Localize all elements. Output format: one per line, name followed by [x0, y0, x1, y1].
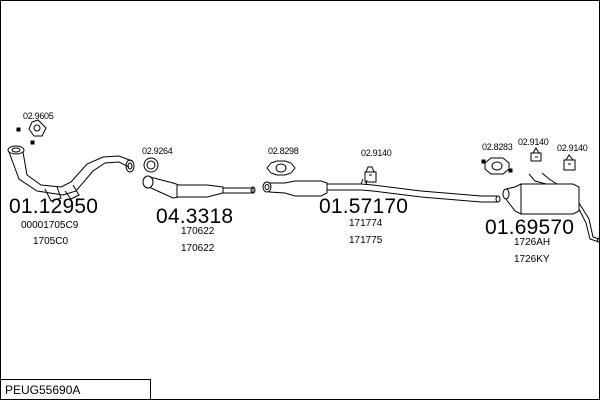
accessory-number: 02.8298 — [268, 147, 298, 156]
main-part-number: 01.57170 — [319, 196, 408, 217]
reference-number: 1726KY — [514, 255, 550, 265]
reference-number: 1705C0 — [33, 237, 68, 247]
gasket-02-8298-icon — [267, 161, 295, 175]
accessory-number: 02.8283 — [482, 143, 512, 152]
accessory-number: 02.9140 — [361, 149, 391, 158]
reference-number: 00001705C9 — [21, 221, 78, 231]
gasket-02-9605-icon — [17, 120, 46, 144]
reference-number: 171774 — [349, 219, 382, 229]
gasket-02-8283-icon — [482, 158, 512, 174]
clamp-02-9264-icon — [144, 158, 158, 172]
main-part-number: 04.3318 — [156, 206, 233, 227]
accessory-number: 02.9140 — [557, 144, 587, 153]
reference-number: 170622 — [181, 244, 214, 254]
accessory-number: 02.9605 — [23, 112, 53, 121]
reference-number: 171775 — [349, 236, 382, 246]
reference-number: 170622 — [181, 227, 214, 237]
reference-number: 1726AH — [514, 238, 550, 248]
accessory-number: 02.9140 — [518, 138, 548, 147]
main-part-number: 01.12950 — [9, 196, 98, 217]
main-part-number: 01.69570 — [485, 217, 574, 238]
catalyst-04-3318-icon — [143, 176, 255, 198]
front-pipe-01-12950-icon — [8, 146, 134, 201]
kit-code: PEUG55690A — [5, 383, 80, 397]
hanger-02-9140-middle-icon — [365, 167, 376, 182]
kit-code-box: PEUG55690A — [1, 379, 151, 400]
accessory-number: 02.9264 — [142, 147, 172, 156]
hanger-02-9140-rear-b-icon — [564, 155, 575, 170]
hanger-02-9140-rear-a-icon — [531, 148, 541, 161]
